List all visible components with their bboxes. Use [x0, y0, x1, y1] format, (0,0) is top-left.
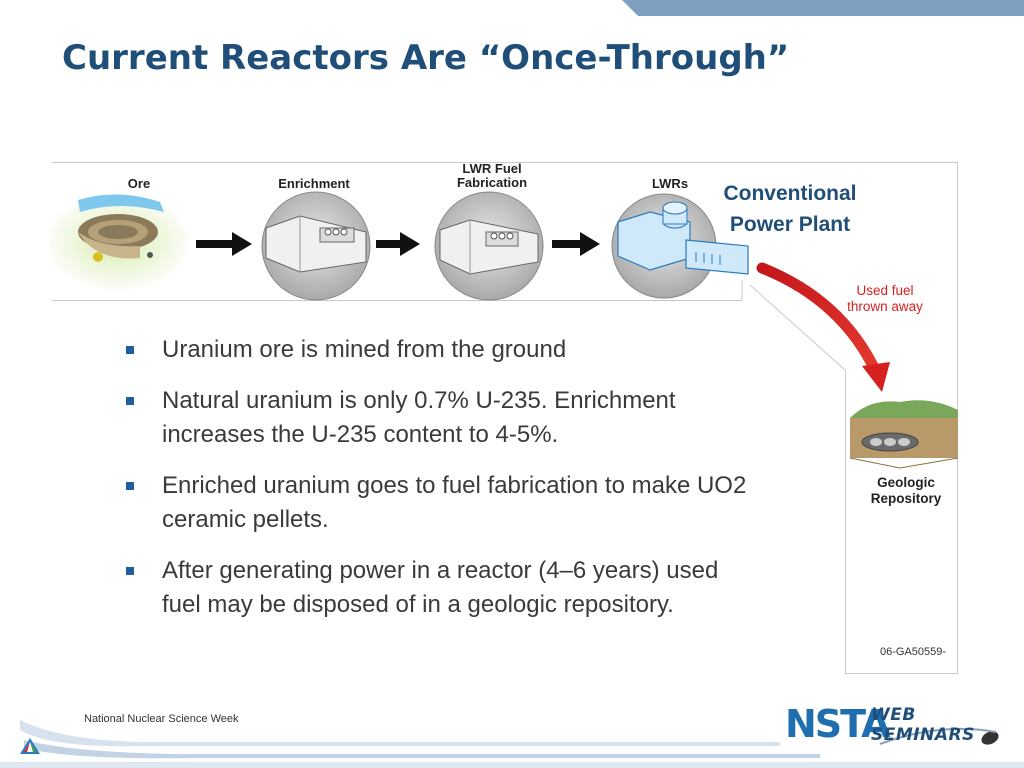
bullet-text: After generating power in a reactor (4–6…	[162, 557, 719, 618]
panel-bottom-right-border	[845, 673, 958, 674]
panel-inner-border	[845, 370, 846, 674]
mouse-icon	[879, 727, 999, 745]
geologic-repository-icon	[849, 400, 959, 469]
bullet-list: Uranium ore is mined from the ground Nat…	[120, 333, 760, 639]
bullet-item: After generating power in a reactor (4–6…	[120, 554, 760, 622]
bullet-text: Enriched uranium goes to fuel fabricatio…	[162, 472, 747, 533]
enrichment-plant-icon	[261, 191, 371, 301]
bullet-marker	[126, 397, 134, 405]
nsta-logo-icon: NSTA	[785, 702, 891, 746]
step-label-enrichment: Enrichment	[278, 176, 350, 191]
bullet-item: Enriched uranium goes to fuel fabricatio…	[120, 469, 760, 537]
fuel-fabrication-plant-icon	[434, 191, 544, 301]
ore-mine-icon	[48, 194, 188, 290]
right-arrow-icon	[552, 232, 600, 256]
bullet-text: Uranium ore is mined from the ground	[162, 336, 567, 363]
footer-text: National Nuclear Science Week	[84, 713, 239, 725]
right-arrow-icon	[376, 232, 420, 256]
reactor-icon	[611, 193, 749, 299]
figure-code: 06-GA50559-	[880, 646, 947, 658]
geologic-repository-label: Geologic Repository	[870, 475, 942, 506]
triangle-logo-icon	[20, 738, 40, 754]
step-label-fuel-fabrication: LWR Fuel Fabrication	[456, 161, 528, 190]
right-arrow-icon	[196, 232, 252, 256]
conventional-power-plant-label: Conventional Power Plant	[723, 182, 857, 236]
logo-seminars-text: SEMINARS	[871, 725, 975, 745]
footer-swoosh	[0, 720, 1024, 768]
bullet-marker	[126, 567, 134, 575]
step-label-lwrs: LWRs	[651, 176, 689, 191]
bullet-marker	[126, 482, 134, 490]
used-fuel-label: Used fuel thrown away	[847, 283, 923, 314]
panel-top-border	[52, 162, 957, 163]
bullet-item: Natural uranium is only 0.7% U-235. Enri…	[120, 384, 760, 452]
top-accent-bar	[622, 0, 1024, 16]
logo-web-text: WEB	[871, 705, 916, 725]
step-label-ore: Ore	[127, 176, 151, 191]
bullet-marker	[126, 346, 134, 354]
slide-title: Current Reactors Are “Once-Through”	[62, 38, 790, 78]
bullet-text: Natural uranium is only 0.7% U-235. Enri…	[162, 387, 676, 448]
panel-bottom-border	[52, 300, 742, 301]
bullet-item: Uranium ore is mined from the ground	[120, 333, 760, 367]
curved-red-arrow-icon	[756, 262, 890, 392]
